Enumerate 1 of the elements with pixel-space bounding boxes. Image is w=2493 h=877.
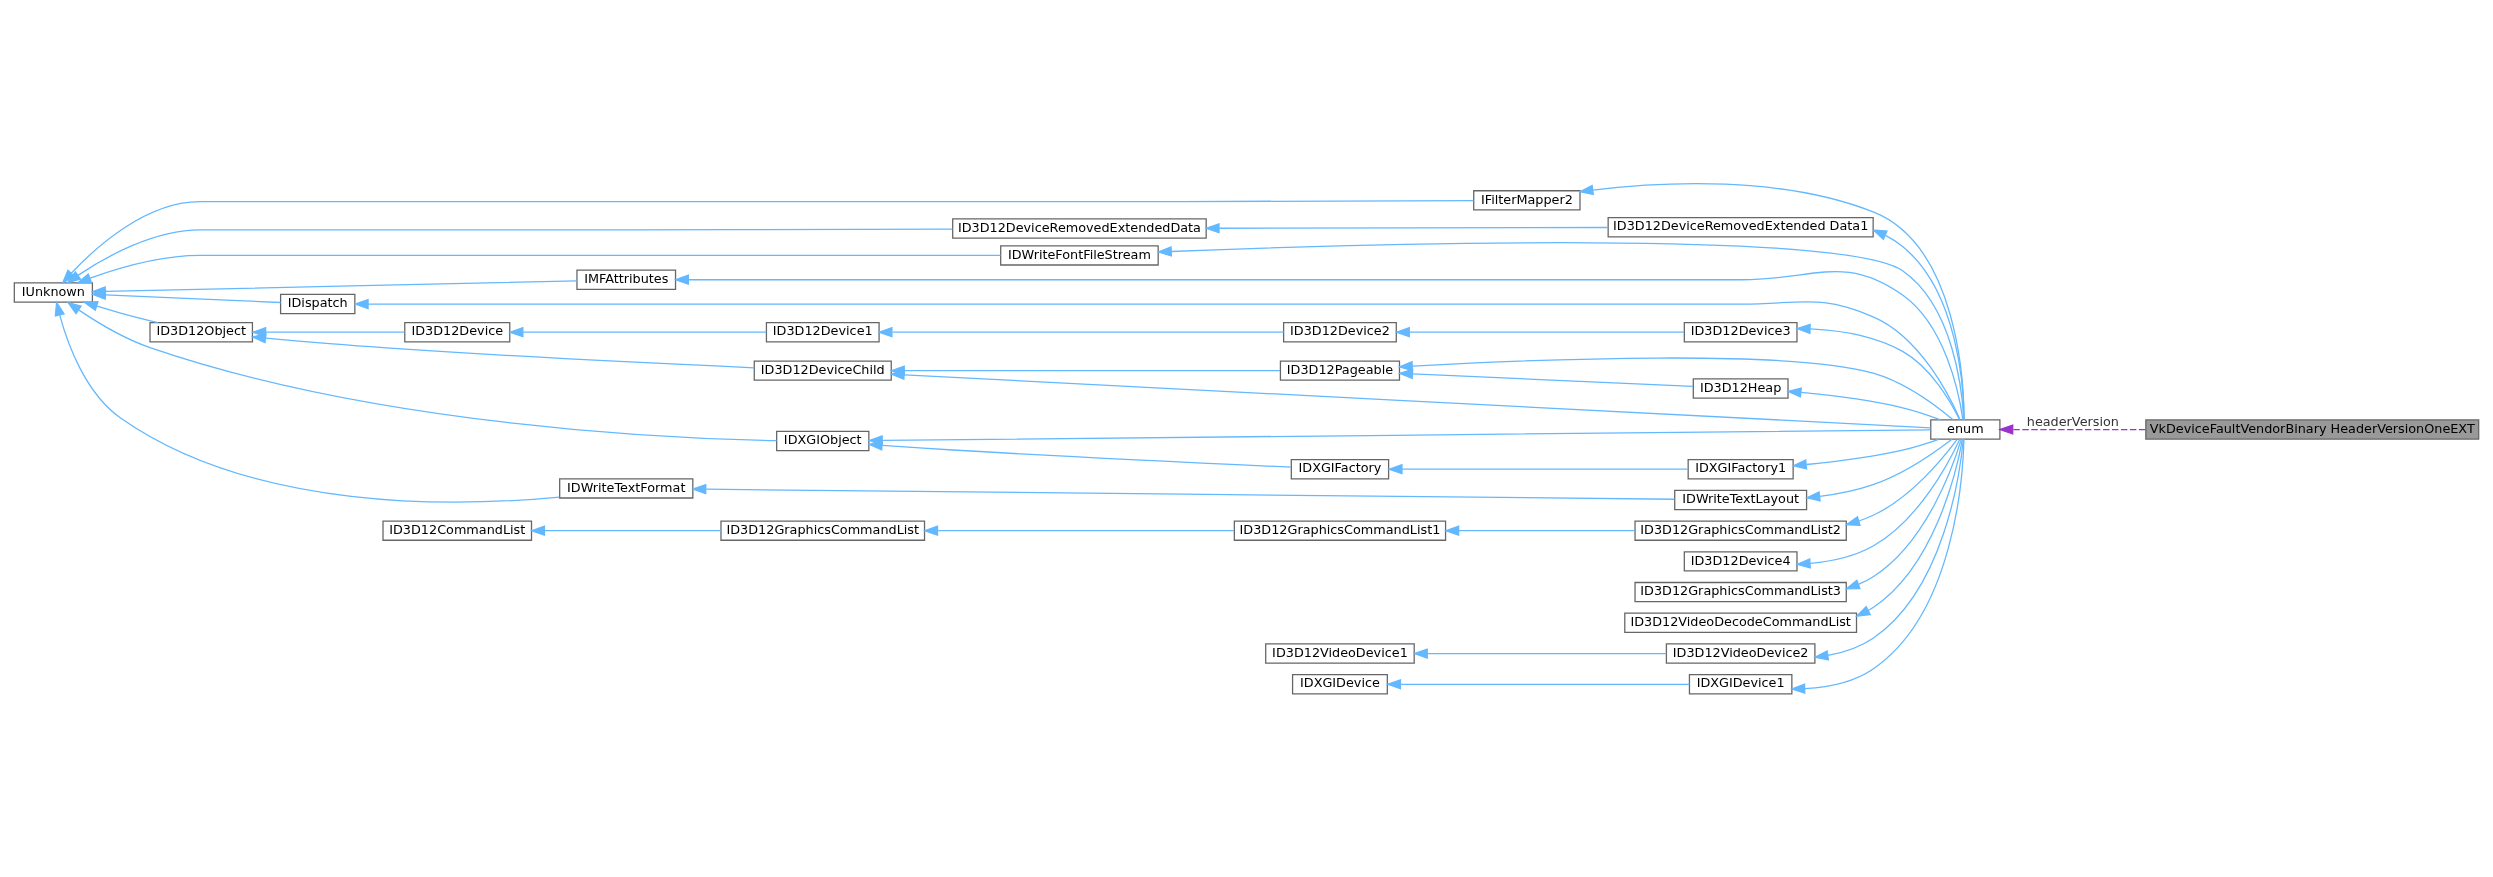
edge-label: headerVersion <box>2026 413 2119 429</box>
